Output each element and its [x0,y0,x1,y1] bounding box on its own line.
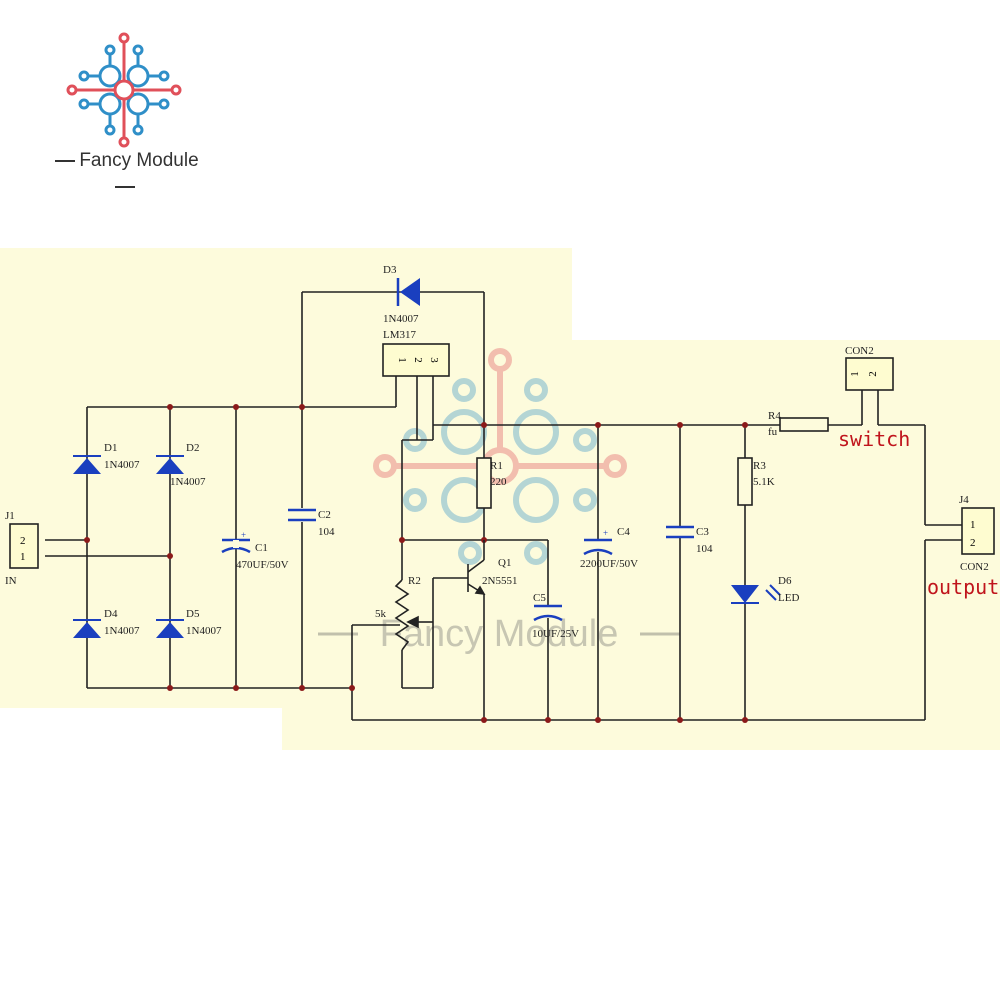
diode-d5 [156,619,184,638]
component-label: 1 [20,551,26,563]
component-label: CON2 [845,345,874,357]
brand-name: Fancy Module [79,150,199,171]
component-label: C4 [617,526,630,538]
component-label: D6 [778,575,792,587]
component-label: J1 [5,510,15,522]
component-label: J4 [959,494,969,506]
component-label: LED [778,592,799,604]
svg-text:+: + [241,530,246,540]
component-label: C2 [318,509,331,521]
component-label: C1 [255,542,268,554]
component-label: 1 [970,519,976,531]
component-label: D4 [104,608,118,620]
capacitor-c1: + [221,530,251,554]
component-label: 470UF/50V [236,559,289,571]
potentiometer-r2 [394,579,419,651]
diode-d1 [73,455,101,474]
component-label: 1N4007 [186,625,222,637]
component-label: 1N4007 [104,459,140,471]
capacitor-c5 [533,604,563,622]
component-label: fu [768,426,778,438]
component-label: D2 [186,442,199,454]
divider [55,159,76,162]
diode-d3 [396,278,420,306]
component-label: D1 [104,442,117,454]
component-label: 2 [412,357,424,363]
component-labels: D1 1N4007 D2 1N4007 D4 1N4007 D5 1N4007 … [5,264,989,640]
component-label: R1 [490,460,503,472]
component-label: D3 [383,264,397,276]
fancy-module-logo-icon [66,32,182,148]
svg-text:+: + [603,528,608,538]
component-label: 2200UF/50V [580,558,638,570]
resistor-r3 [737,457,753,506]
component-label: 5k [375,608,387,620]
component-label: CON2 [960,561,989,573]
diode-d2 [156,455,184,474]
output-annotation: output [927,575,999,599]
resistor-r4 [779,417,829,432]
board-background [0,248,1000,750]
component-label: 1 [849,371,861,377]
divider [115,185,135,188]
component-label: 3 [428,357,440,363]
switch-annotation: switch [838,427,910,451]
component-label: 2N5551 [482,575,517,587]
resistor-r1 [476,457,492,509]
component-label: 10UF/25V [532,628,579,640]
capacitor-c3 [666,525,694,539]
component-label: 2 [970,537,976,549]
component-label: 104 [318,526,335,538]
component-label: R2 [408,575,421,587]
component-label: IN [5,575,17,587]
component-label: 1 [396,357,408,363]
connector-j1: 2 1 [9,523,39,569]
component-label: R3 [753,460,766,472]
capacitor-c2 [288,508,316,522]
wires [45,291,962,721]
component-label: 1N4007 [383,313,419,325]
component-label: LM317 [383,329,417,341]
brand-caption: Fancy Module [40,148,210,188]
red-annotations: switch output [838,427,999,599]
lm317-regulator: 1 2 3 [382,343,450,377]
led-d6 [731,584,781,604]
component-label: 2 [20,535,26,547]
component-label: 1N4007 [104,625,140,637]
connector-j4: 1 2 [961,507,995,555]
component-label: C3 [696,526,709,538]
component-label: 220 [490,476,507,488]
junction-dots [84,404,748,723]
watermark-text: Fancy Module [380,613,619,655]
component-label: D5 [186,608,200,620]
component-label: 5.1K [753,476,775,488]
capacitor-c4: + [583,528,613,556]
component-label: 1N4007 [170,476,206,488]
component-label: 2 [867,371,879,377]
component-label: 104 [696,543,713,555]
transistor-q1 [467,540,486,595]
component-label: R4 [768,410,781,422]
component-label: C5 [533,592,546,604]
connector-con2-switch: 1 2 [845,357,894,391]
component-label: Q1 [498,557,511,569]
diode-d4 [73,619,101,638]
